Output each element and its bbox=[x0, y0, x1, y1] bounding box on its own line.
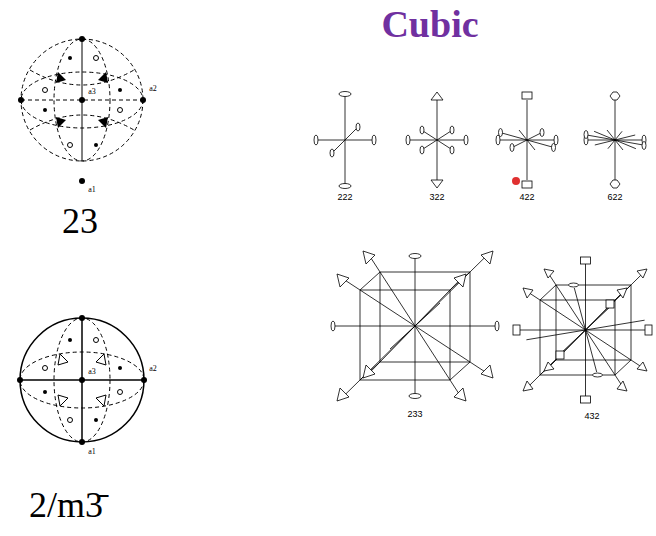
axis-label: a1 bbox=[87, 186, 97, 195]
rotation-axes-figures bbox=[314, 92, 646, 189]
axis-label: a2 bbox=[148, 365, 158, 374]
figure-label: 222 bbox=[336, 193, 353, 203]
stereogram-2-m-3 bbox=[17, 315, 147, 445]
figure-label: 622 bbox=[606, 193, 623, 203]
axis-label: a3 bbox=[87, 368, 97, 377]
figure-label: 422 bbox=[518, 193, 535, 203]
figure-label: 233 bbox=[406, 410, 423, 420]
pointer-dot bbox=[512, 177, 520, 185]
cube-432 bbox=[513, 257, 652, 403]
figure-label: 322 bbox=[428, 193, 445, 203]
axis-label: a1 bbox=[87, 448, 97, 457]
figure-label: 432 bbox=[583, 412, 600, 422]
cube-233 bbox=[331, 251, 499, 401]
axis-label: a2 bbox=[148, 85, 158, 94]
axis-label: a3 bbox=[87, 88, 97, 97]
stereogram-23 bbox=[18, 36, 146, 184]
slide-title: Cubic bbox=[381, 4, 478, 46]
point-group-symbol: 23 bbox=[62, 202, 98, 242]
point-group-symbol: 2/m3̄ bbox=[29, 486, 103, 526]
